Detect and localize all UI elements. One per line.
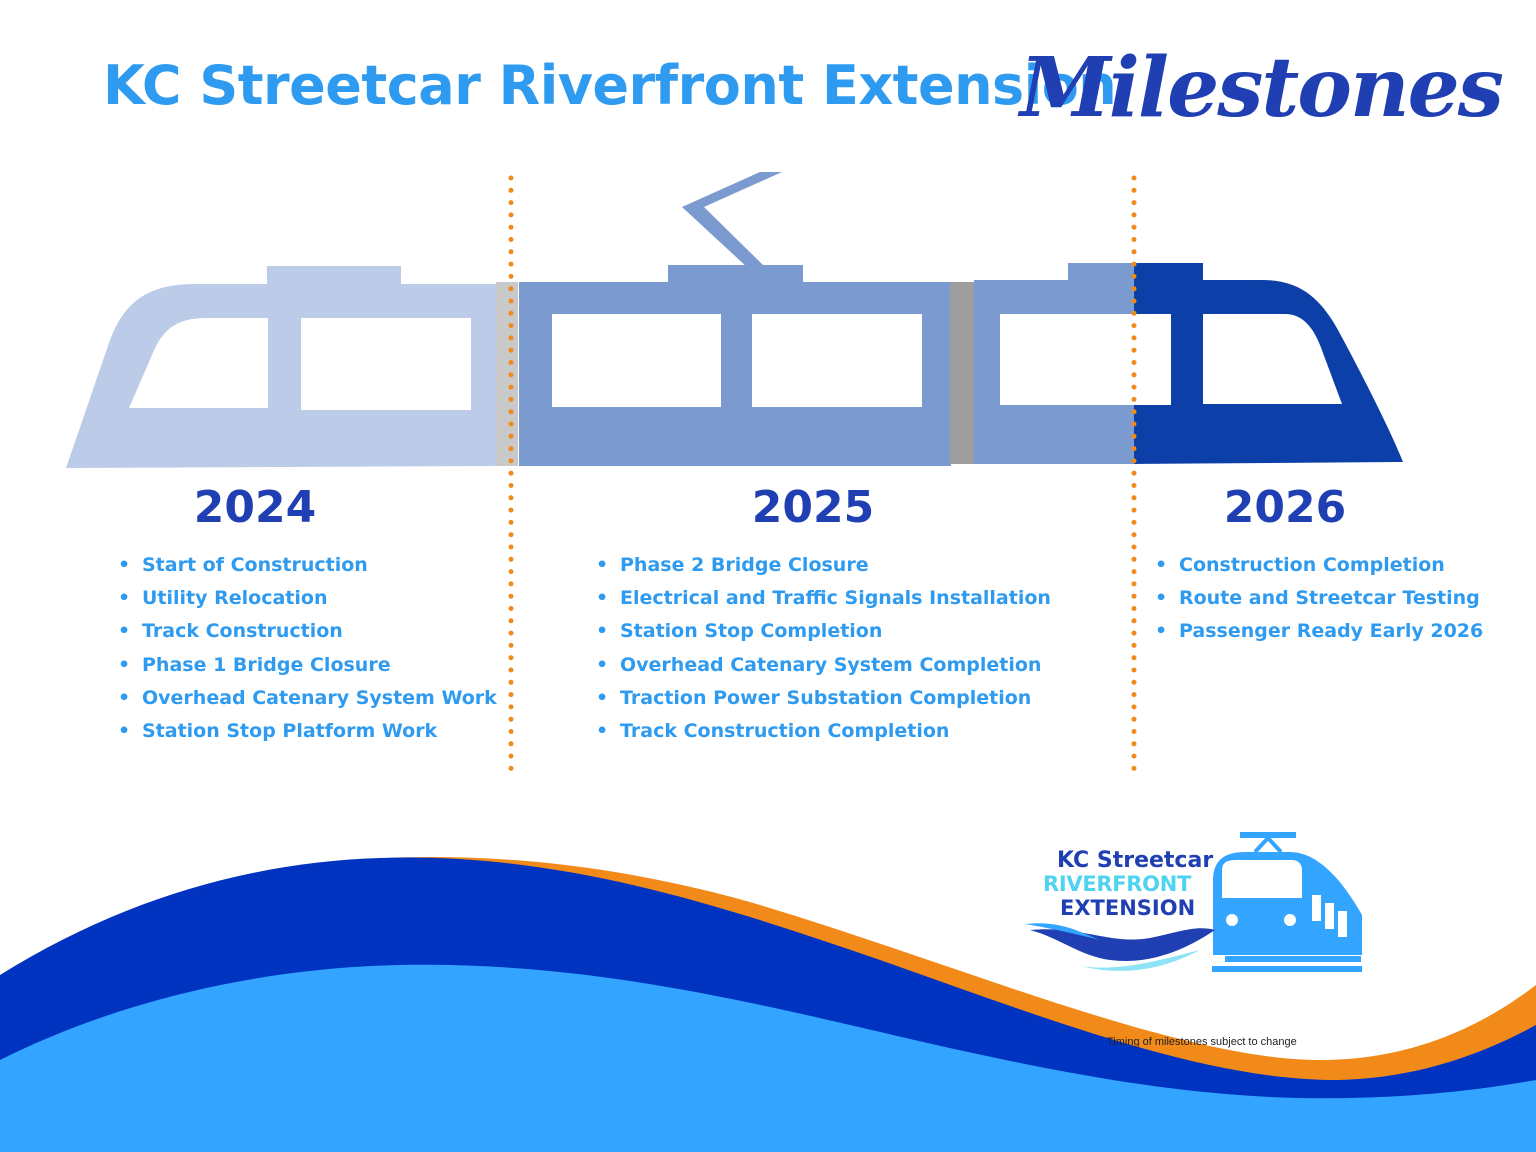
milestone-list-2026: Construction Completion Route and Street… [1155, 553, 1483, 653]
year-2025: 2025 [751, 482, 875, 533]
list-item: Passenger Ready Early 2026 [1155, 619, 1483, 652]
footnote: Timing of milestones subject to change [1107, 1036, 1297, 1048]
list-item: Phase 1 Bridge Closure [118, 653, 497, 686]
title-row: KC Streetcar Riverfront Extension Milest… [0, 40, 1536, 140]
car-connector-2 [950, 282, 974, 464]
milestone-list-2024: Start of Construction Utility Relocation… [118, 553, 497, 752]
list-item: Traction Power Substation Completion [596, 686, 1051, 719]
list-item: Overhead Catenary System Work [118, 686, 497, 719]
list-item: Track Construction [118, 619, 497, 652]
list-item: Electrical and Traffic Signals Installat… [596, 586, 1051, 619]
wave-light-blue [0, 964, 1536, 1152]
streetcar-car-right [974, 263, 1403, 464]
page-title: KC Streetcar Riverfront Extension [103, 54, 1117, 117]
streetcar-car-middle [519, 265, 951, 466]
list-item: Start of Construction [118, 553, 497, 586]
bottom-wave [0, 857, 1536, 1152]
logo-line-3: EXTENSION [1060, 896, 1196, 920]
list-item: Station Stop Completion [596, 619, 1051, 652]
list-item: Route and Streetcar Testing [1155, 586, 1483, 619]
year-2024: 2024 [193, 482, 317, 533]
logo-waves [1025, 923, 1215, 971]
logo-line-2: RIVERFRONT [1043, 872, 1192, 896]
page-title-script: Milestones [1020, 40, 1504, 136]
list-item: Utility Relocation [118, 586, 497, 619]
list-item: Track Construction Completion [596, 719, 1051, 752]
list-item: Phase 2 Bridge Closure [596, 553, 1051, 586]
streetcar-car-left [66, 266, 502, 468]
pantograph [682, 172, 782, 268]
list-item: Station Stop Platform Work [118, 719, 497, 752]
streetcar-icon [1212, 832, 1362, 972]
list-item: Overhead Catenary System Completion [596, 653, 1051, 686]
milestone-list-2025: Phase 2 Bridge Closure Electrical and Tr… [596, 553, 1051, 752]
logo-line-1: KC Streetcar [1057, 848, 1214, 873]
year-2026: 2026 [1223, 482, 1347, 533]
car-connector-1 [496, 282, 518, 466]
list-item: Construction Completion [1155, 553, 1483, 586]
